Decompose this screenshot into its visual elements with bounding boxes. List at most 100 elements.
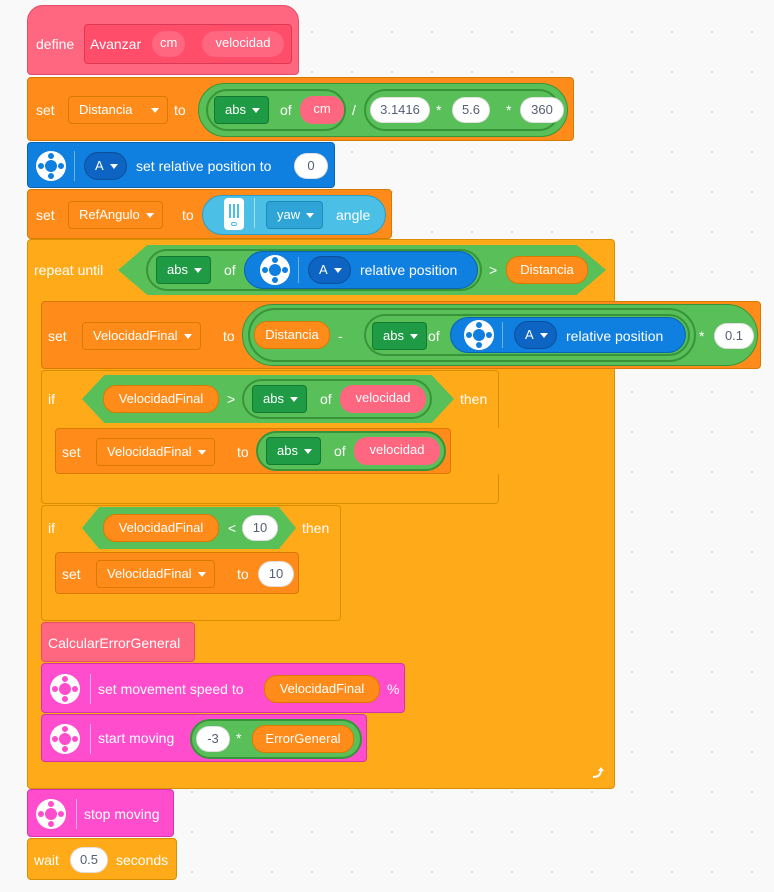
less-than-symbol: < xyxy=(228,520,237,536)
variable-distancia-reporter[interactable]: Distancia xyxy=(506,256,588,284)
param-velocidad-reporter[interactable]: velocidad xyxy=(354,437,440,465)
of-label: of xyxy=(320,391,332,407)
wheel-diameter-value[interactable]: 5.6 xyxy=(452,97,490,123)
set-velocidadfinal-block[interactable]: set VelocidadFinal to 10 xyxy=(55,552,299,594)
angle-label: angle xyxy=(336,207,371,223)
to-label: to xyxy=(237,444,249,460)
set-label: set xyxy=(36,102,55,118)
movement-icon xyxy=(50,674,80,704)
set-label: set xyxy=(48,328,67,344)
factor-value[interactable]: 0.1 xyxy=(714,323,754,349)
set-movement-speed-block[interactable]: set movement speed to VelocidadFinal % xyxy=(41,663,405,713)
of-label: of xyxy=(224,262,236,278)
separator xyxy=(74,151,75,181)
set-velocidadfinal-block[interactable]: set VelocidadFinal to Distancia - abs of… xyxy=(41,301,761,369)
separator xyxy=(90,674,91,704)
variable-dropdown-velocidadfinal[interactable]: VelocidadFinal xyxy=(96,560,215,588)
motor-port-dropdown[interactable]: A xyxy=(514,321,557,349)
multiply-symbol: * xyxy=(436,102,442,118)
seconds-label: seconds xyxy=(116,852,169,868)
threshold-value[interactable]: 10 xyxy=(242,515,278,541)
calcular-error-general-call[interactable]: CalcularErrorGeneral xyxy=(41,622,195,662)
variable-dropdown-refangulo[interactable]: RefAngulo xyxy=(68,201,163,229)
variable-errorgeneral-reporter[interactable]: ErrorGeneral xyxy=(252,725,354,753)
wait-label: wait xyxy=(34,852,59,868)
pi-value[interactable]: 3.1416 xyxy=(370,97,430,123)
movement-icon xyxy=(50,724,80,754)
start-moving-block[interactable]: start moving -3 * ErrorGeneral xyxy=(41,714,367,762)
define-label: define xyxy=(36,36,75,52)
param-cm-reporter[interactable]: cm xyxy=(300,96,344,124)
abs-dropdown[interactable]: abs xyxy=(266,437,321,465)
repeat-until-label: repeat until xyxy=(34,262,104,278)
of-label: of xyxy=(280,102,292,118)
set-velocidadfinal-block[interactable]: set VelocidadFinal to abs of velocidad xyxy=(55,428,451,474)
motor-port-dropdown[interactable]: A xyxy=(84,152,127,180)
movement-icon xyxy=(36,799,66,829)
variable-dropdown-velocidadfinal[interactable]: VelocidadFinal xyxy=(82,322,201,350)
separator xyxy=(76,799,77,829)
degrees-value[interactable]: 360 xyxy=(520,97,564,123)
relative-position-value[interactable]: 0 xyxy=(294,153,328,179)
param-velocidad-reporter[interactable]: velocidad xyxy=(340,385,426,413)
set-relative-position-label: set relative position to xyxy=(136,158,272,174)
to-label: to xyxy=(182,207,194,223)
set-label: set xyxy=(62,566,81,582)
custom-block-name: Avanzar xyxy=(90,36,142,52)
stop-moving-block[interactable]: stop moving xyxy=(27,789,174,837)
to-label: to xyxy=(237,566,249,582)
set-movement-speed-label: set movement speed to xyxy=(98,681,244,697)
motor-icon xyxy=(260,255,290,285)
minus-symbol: - xyxy=(338,328,343,344)
set-label: set xyxy=(36,207,55,223)
set-distancia-block[interactable]: set Distancia to abs of cm / 3.1416 * 5.… xyxy=(27,77,574,141)
separator xyxy=(90,724,91,754)
start-moving-label: start moving xyxy=(98,730,175,746)
then-label: then xyxy=(302,520,330,536)
stop-moving-label: stop moving xyxy=(84,806,160,822)
param-cm[interactable]: cm xyxy=(152,31,186,57)
set-refangulo-block[interactable]: set RefAngulo to yaw angle xyxy=(27,189,392,239)
multiply-symbol: * xyxy=(236,730,242,746)
separator xyxy=(254,198,255,228)
abs-dropdown[interactable]: abs xyxy=(156,256,211,284)
variable-velocidadfinal-reporter[interactable]: VelocidadFinal xyxy=(103,385,219,413)
to-label: to xyxy=(223,328,235,344)
wait-value[interactable]: 0.5 xyxy=(70,847,108,873)
variable-velocidadfinal-reporter[interactable]: VelocidadFinal xyxy=(103,514,219,542)
variable-distancia-reporter[interactable]: Distancia xyxy=(254,321,330,349)
of-label: of xyxy=(428,328,440,344)
abs-dropdown[interactable]: abs xyxy=(372,322,427,350)
wait-block[interactable]: wait 0.5 seconds xyxy=(27,838,177,880)
to-label: to xyxy=(174,102,186,118)
motor-icon xyxy=(36,151,66,181)
abs-dropdown[interactable]: abs xyxy=(214,96,269,124)
relative-position-label: relative position xyxy=(360,262,458,278)
set-label: set xyxy=(62,444,81,460)
separator xyxy=(502,322,503,348)
variable-velocidadfinal-reporter[interactable]: VelocidadFinal xyxy=(264,675,380,703)
hub-icon xyxy=(224,198,244,230)
motor-icon xyxy=(464,320,494,350)
percent-label: % xyxy=(387,681,400,697)
steering-value[interactable]: -3 xyxy=(196,726,230,752)
define-block[interactable]: define Avanzar cm velocidad xyxy=(27,5,299,75)
set-relative-position-block[interactable]: A set relative position to 0 xyxy=(27,142,335,188)
if-label: if xyxy=(48,391,55,407)
multiply-symbol: * xyxy=(699,328,705,344)
multiply-symbol: * xyxy=(506,102,512,118)
relative-position-label: relative position xyxy=(566,328,664,344)
motor-port-dropdown[interactable]: A xyxy=(308,256,351,284)
of-label: of xyxy=(334,443,346,459)
then-label: then xyxy=(460,391,488,407)
variable-dropdown-distancia[interactable]: Distancia xyxy=(68,96,168,124)
if-label: if xyxy=(48,520,55,536)
greater-than-symbol: > xyxy=(489,262,498,278)
custom-block-label: CalcularErrorGeneral xyxy=(48,635,181,651)
variable-dropdown-velocidadfinal[interactable]: VelocidadFinal xyxy=(96,438,215,466)
loop-arrow-icon xyxy=(590,766,604,780)
axis-dropdown[interactable]: yaw xyxy=(266,201,324,229)
param-velocidad[interactable]: velocidad xyxy=(202,31,284,57)
speed-value[interactable]: 10 xyxy=(258,561,294,587)
abs-dropdown[interactable]: abs xyxy=(252,385,307,413)
